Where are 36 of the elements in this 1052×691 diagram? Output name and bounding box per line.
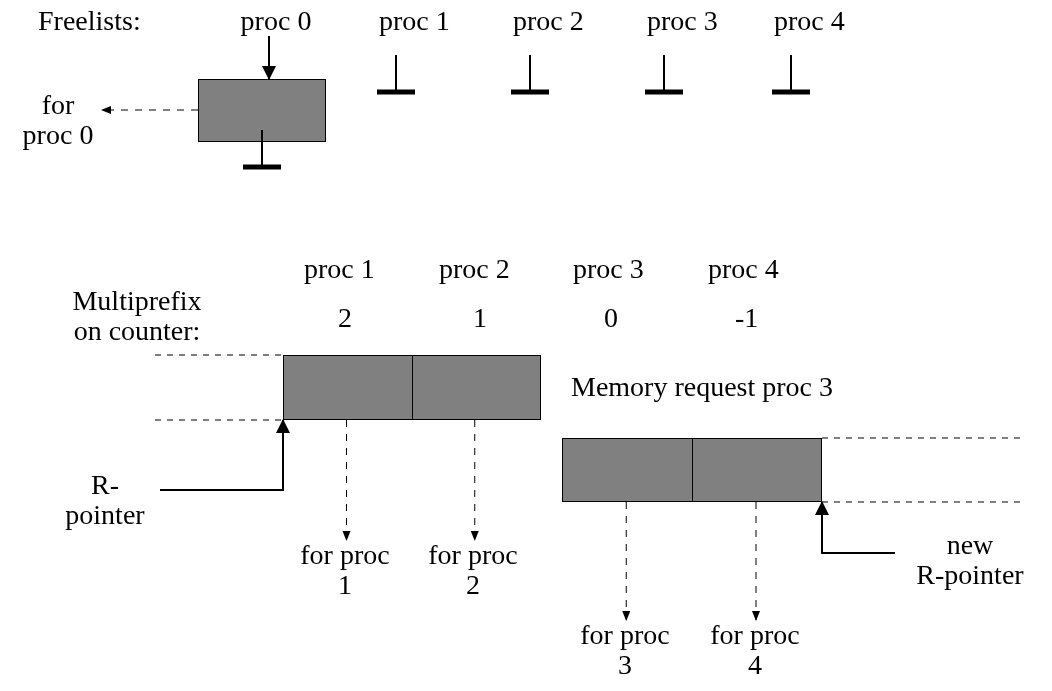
memory-cell: [692, 438, 822, 502]
column-heading: proc 2: [439, 254, 510, 284]
column-heading: proc 2: [513, 6, 584, 36]
node-label: for proc 3: [580, 620, 670, 680]
column-heading: proc 4: [774, 6, 845, 36]
dashed-arrow: [101, 106, 199, 114]
pointer-label: new R-pointer: [895, 530, 1045, 590]
memory-cell: [412, 355, 541, 420]
memory-block: [198, 79, 326, 142]
memory-cell: [562, 438, 693, 502]
pointer-arrow: [262, 35, 276, 80]
column-heading: proc 3: [573, 254, 644, 284]
dashed-arrow: [342, 419, 351, 541]
row-heading: Multiprefix on counter:: [71, 286, 203, 346]
node-label: for proc 0: [14, 90, 102, 150]
column-heading: proc 1: [379, 6, 450, 36]
counter-value: 1: [473, 303, 487, 333]
node-label: for proc 1: [300, 540, 390, 600]
pointer-arrow: [815, 501, 896, 554]
counter-value: -1: [735, 303, 759, 333]
node-label: for proc 2: [428, 540, 518, 600]
column-heading: proc 4: [708, 254, 779, 284]
heading-label: Freelists:: [38, 6, 141, 36]
pointer-arrow: [159, 419, 290, 491]
dashed-arrow: [752, 501, 760, 621]
node-label: for proc 4: [710, 620, 800, 680]
counter-value: 0: [604, 303, 618, 333]
dashed-arrow: [622, 501, 631, 621]
pointer-label: R- pointer: [50, 470, 160, 530]
column-heading: proc 1: [304, 254, 375, 284]
column-heading: proc 0: [226, 6, 326, 36]
memory-cell: [283, 355, 413, 420]
caption-text: Memory request proc 3: [571, 372, 835, 402]
counter-value: 2: [338, 303, 352, 333]
dashed-arrow: [470, 419, 479, 541]
column-heading: proc 3: [647, 6, 718, 36]
